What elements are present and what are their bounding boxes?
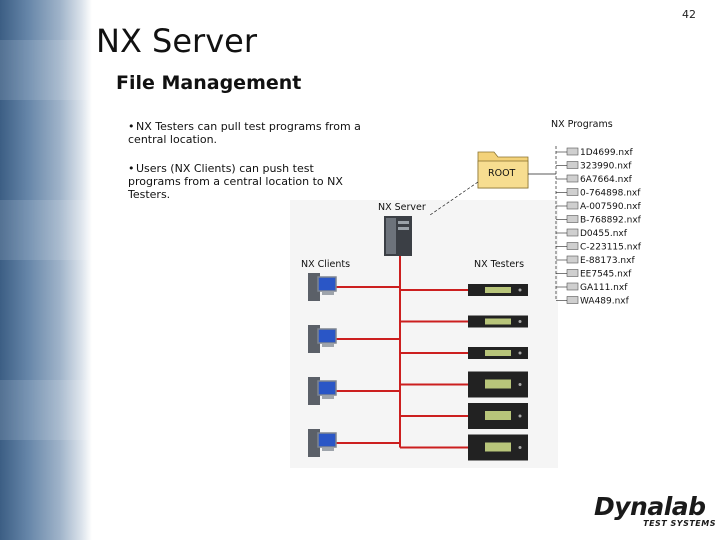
tester-display xyxy=(485,287,511,293)
client-tower xyxy=(308,377,320,405)
file-name: WA489.nxf xyxy=(580,297,630,307)
tester-unit-icon xyxy=(468,315,528,328)
testers-group xyxy=(468,284,528,461)
file-list: 1D4699.nxf 323990.nxf 6A7664.nxf 0-764898.n… xyxy=(556,147,642,307)
file-icon xyxy=(566,242,579,250)
testers-label: NX Testers xyxy=(474,259,524,270)
tester-unit-icon xyxy=(468,434,528,461)
sidebar-band xyxy=(0,380,92,440)
client-monitor xyxy=(317,276,337,292)
tester-knob xyxy=(518,414,522,418)
client-keyboard xyxy=(322,396,334,399)
file-icon xyxy=(566,269,579,277)
sidebar-band xyxy=(0,200,92,260)
tester-display xyxy=(485,442,511,452)
sidebar-band xyxy=(0,40,92,100)
file-name: EE7545.nxf xyxy=(580,270,632,280)
company-logo: Dynalab TEST SYSTEMS xyxy=(594,492,716,532)
client-monitor xyxy=(317,328,337,344)
client-tower xyxy=(308,325,320,353)
bullet-dot-icon: • xyxy=(128,162,135,175)
file-list-bracket xyxy=(528,146,557,300)
clients-group xyxy=(308,273,337,457)
tester-knob xyxy=(518,320,522,323)
server-tower-icon xyxy=(384,216,412,256)
file-icon xyxy=(566,188,579,196)
root-folder-icon xyxy=(477,151,529,189)
bullet-item: •NX Testers can pull test programs from … xyxy=(128,120,368,146)
client-computer-icon xyxy=(308,273,337,301)
slide-title: NX Server xyxy=(96,22,257,60)
file-name: C-223115.nxf xyxy=(580,243,642,253)
file-icon xyxy=(566,174,579,183)
sidebar-decoration xyxy=(0,0,92,540)
file-icon xyxy=(566,255,579,264)
file-name: 6A7664.nxf xyxy=(580,175,633,185)
file-icon xyxy=(566,201,579,210)
client-keyboard xyxy=(322,344,334,347)
tester-knob xyxy=(518,351,522,355)
file-name: GA111.nxf xyxy=(580,283,628,293)
programs-label: NX Programs xyxy=(551,119,613,130)
file-icon xyxy=(566,147,579,156)
client-tower xyxy=(308,429,320,457)
bullet-text: Users (NX Clients) can push test program… xyxy=(128,162,343,201)
file-icon xyxy=(566,161,579,169)
network-lines xyxy=(336,256,470,449)
tester-display xyxy=(485,379,511,389)
file-icon xyxy=(566,296,579,304)
tester-unit-icon xyxy=(468,347,528,359)
bullet-text: NX Testers can pull test programs from a… xyxy=(128,120,361,146)
client-tower xyxy=(308,273,320,301)
file-icon xyxy=(566,215,579,223)
tester-knob xyxy=(518,446,522,449)
server-label: NX Server xyxy=(378,202,426,213)
client-monitor xyxy=(317,380,337,396)
logo-name: Dynalab xyxy=(594,492,706,521)
bullet-dot-icon: • xyxy=(128,120,135,133)
tester-knob xyxy=(518,383,522,386)
tester-knob xyxy=(518,288,522,292)
folder-label: ROOT xyxy=(488,168,516,179)
clients-label: NX Clients xyxy=(301,259,350,270)
tester-display xyxy=(485,318,511,325)
file-name: B-768892.nxf xyxy=(580,216,642,226)
client-monitor xyxy=(317,432,337,448)
tester-display xyxy=(485,350,511,356)
file-icon xyxy=(566,282,579,291)
file-name: 323990.nxf xyxy=(580,162,632,172)
file-name: A-007590.nxf xyxy=(580,202,641,212)
logo-tagline: TEST SYSTEMS xyxy=(643,519,716,528)
bullet-item: •Users (NX Clients) can push test progra… xyxy=(128,162,368,201)
page-number: 42 xyxy=(682,8,696,21)
file-name: 0-764898.nxf xyxy=(580,189,641,199)
file-name: E-88173.nxf xyxy=(580,256,635,266)
client-computer-icon xyxy=(308,377,337,405)
client-computer-icon xyxy=(308,429,337,457)
tester-unit-icon xyxy=(468,371,528,398)
tester-unit-icon xyxy=(468,284,528,296)
client-keyboard xyxy=(322,292,334,295)
tester-unit-icon xyxy=(468,403,528,429)
client-computer-icon xyxy=(308,325,337,353)
file-name: D0455.nxf xyxy=(580,229,628,239)
slide-subtitle: File Management xyxy=(116,72,302,94)
tester-display xyxy=(485,411,511,420)
file-icon xyxy=(566,228,579,237)
client-keyboard xyxy=(322,448,334,451)
file-name: 1D4699.nxf xyxy=(580,148,633,158)
